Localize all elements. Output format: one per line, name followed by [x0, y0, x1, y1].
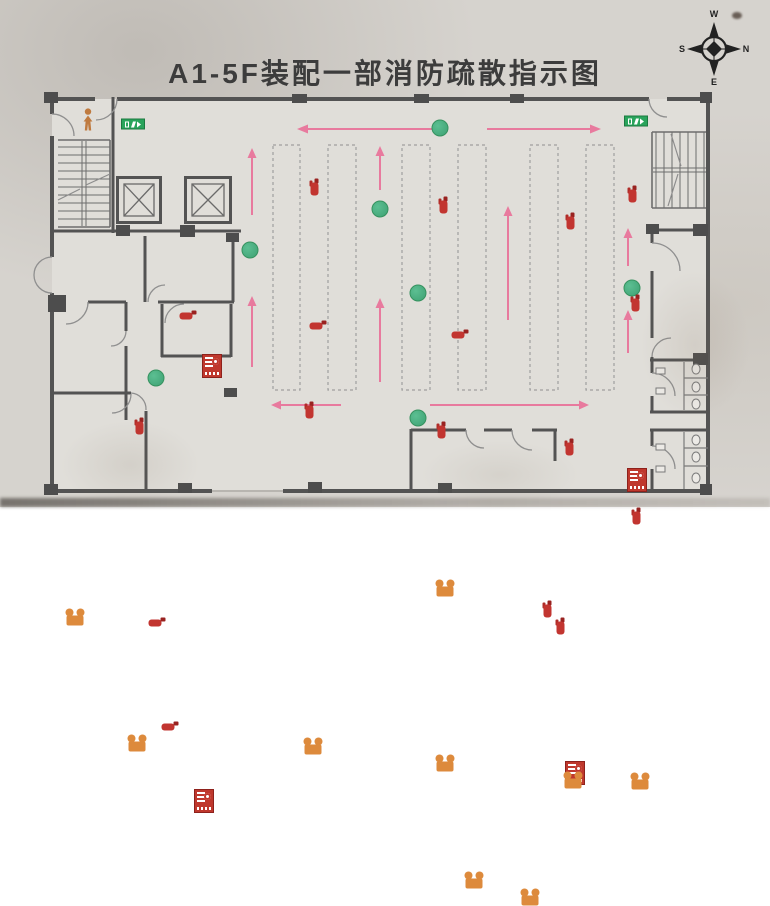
exit-sign-icon — [121, 118, 145, 130]
running-man-glyph — [633, 118, 639, 124]
fire-hydrant-cabinet-icon — [627, 468, 647, 492]
fire-extinguisher-icon — [564, 438, 576, 456]
fire-extinguisher-icon — [565, 212, 577, 230]
exit-arrow-glyph — [640, 118, 645, 124]
fire-alarm-device-icon — [435, 754, 455, 772]
exit-door-glyph — [627, 118, 632, 124]
compass-label-west: W — [710, 9, 719, 19]
exit-sign-icon — [624, 115, 648, 127]
fire-extinguisher-icon — [542, 600, 554, 618]
staircase-top-left — [57, 139, 111, 228]
fire-extinguisher-icon — [309, 178, 321, 196]
fire-alarm-device-icon — [435, 579, 455, 597]
fire-extinguisher-horizontal-icon — [451, 329, 469, 339]
fire-alarm-device-icon — [127, 734, 147, 752]
evacuation-light-icon — [431, 119, 449, 137]
fire-alarm-device-icon — [520, 888, 540, 906]
icon-layer — [65, 108, 650, 906]
fire-hydrant-cabinet-icon — [202, 354, 222, 378]
staircase-top-right — [651, 131, 706, 209]
fire-extinguisher-icon — [134, 417, 146, 435]
person-icon — [81, 108, 95, 132]
evacuation-light-icon — [371, 200, 389, 218]
evacuation-light-icon — [241, 241, 259, 259]
compass-rose: W S N E — [679, 9, 750, 86]
fire-alarm-device-icon — [563, 771, 583, 789]
fire-extinguisher-horizontal-icon — [309, 320, 327, 330]
running-man-glyph — [130, 121, 136, 127]
fire-extinguisher-icon — [304, 401, 316, 419]
elevators — [116, 176, 232, 224]
fire-alarm-device-icon — [303, 737, 323, 755]
evacuation-light-icon — [623, 279, 641, 297]
fire-alarm-device-icon — [464, 871, 484, 889]
fire-hydrant-cabinet-icon — [194, 789, 214, 813]
fire-extinguisher-icon — [631, 507, 643, 525]
exit-door-glyph — [124, 121, 129, 127]
fire-extinguisher-horizontal-icon — [148, 617, 166, 627]
fire-alarm-device-icon — [630, 772, 650, 790]
production-lines — [272, 144, 615, 391]
fire-extinguisher-horizontal-icon — [161, 721, 179, 731]
fire-alarm-device-icon — [65, 608, 85, 626]
toilet-stalls — [683, 362, 708, 489]
evacuation-light-icon — [409, 284, 427, 302]
toilet-fixtures — [655, 363, 701, 484]
evacuation-arrows — [247, 124, 633, 410]
fire-extinguisher-icon — [630, 294, 642, 312]
fire-extinguisher-icon — [438, 196, 450, 214]
compass-label-east: E — [711, 77, 717, 86]
fire-extinguisher-horizontal-icon — [179, 310, 197, 320]
fire-extinguisher-icon — [436, 421, 448, 439]
evacuation-light-icon — [409, 409, 427, 427]
floor-plan — [33, 92, 712, 495]
evacuation-light-icon — [147, 369, 165, 387]
map-title: A1-5F装配一部消防疏散指示图 — [168, 58, 602, 89]
fire-extinguisher-icon — [627, 185, 639, 203]
columns — [44, 92, 712, 495]
compass-label-north: N — [743, 44, 750, 54]
exit-arrow-glyph — [137, 121, 142, 127]
compass-label-south: S — [679, 44, 685, 54]
fire-extinguisher-icon — [555, 617, 567, 635]
